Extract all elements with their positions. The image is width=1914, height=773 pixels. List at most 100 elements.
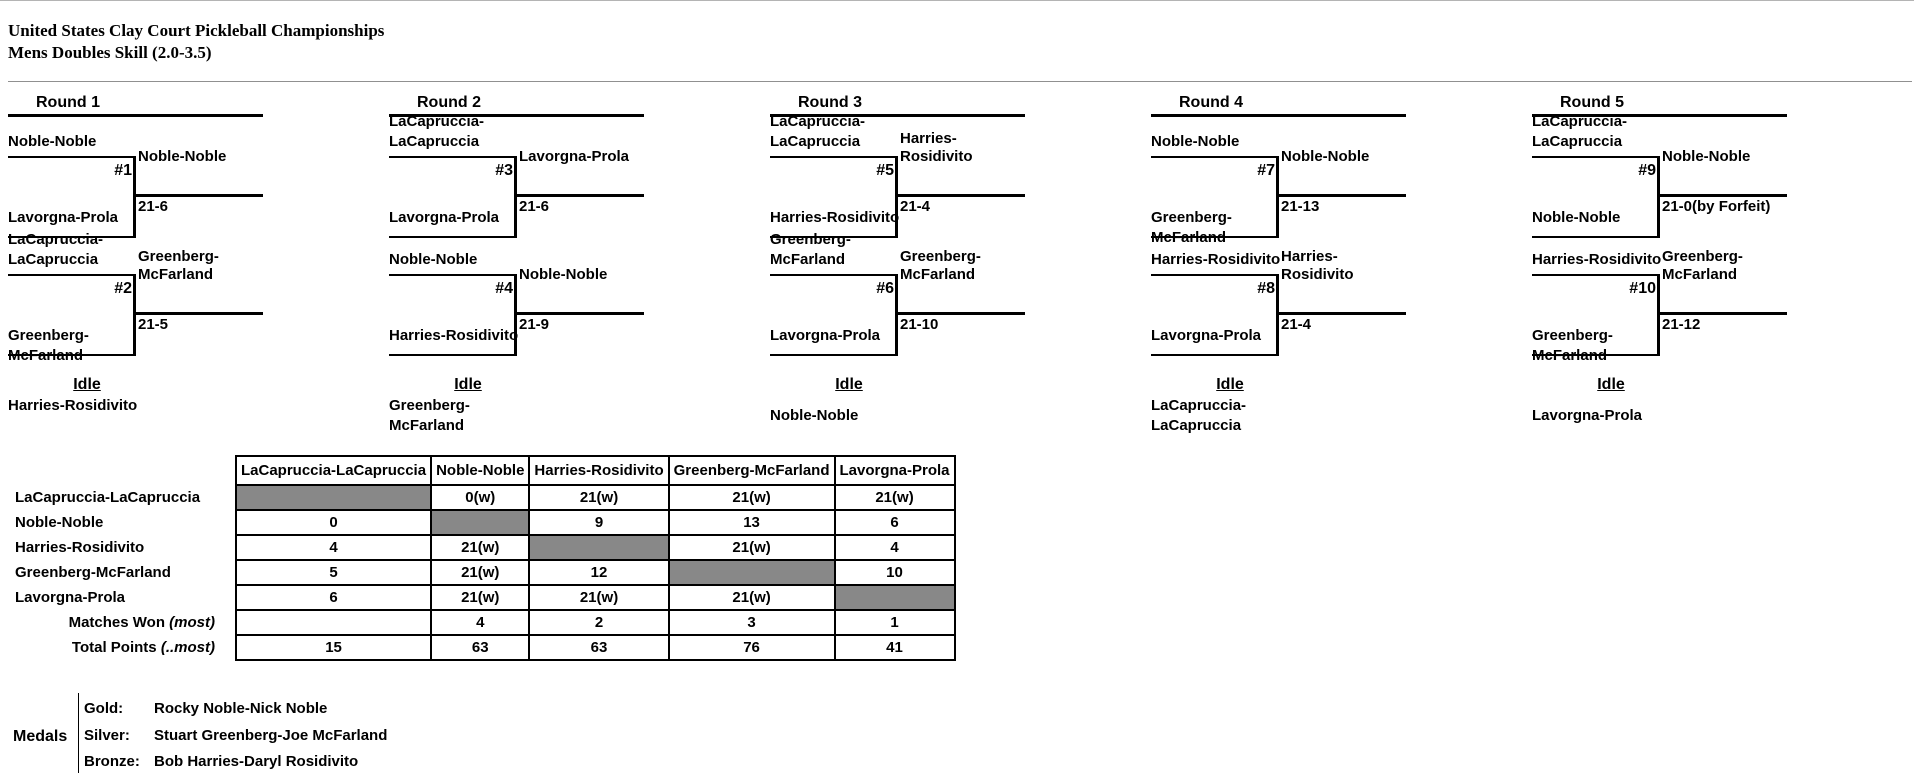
matches-won-cell: 4: [430, 609, 531, 636]
team-a: LaCapruccia-LaCapruccia: [8, 231, 104, 268]
medals-label: Medals: [13, 728, 68, 745]
match-score: 21-4: [900, 198, 931, 215]
round-title: Round 5: [1560, 94, 1624, 111]
grid-cell: 13: [667, 509, 836, 536]
grid-corner: [10, 456, 236, 485]
grid-cell-self: [833, 584, 956, 611]
match-number: #1: [114, 162, 132, 179]
round-5: Round 5 LaCapruccia-LaCapruccia #9 Noble…: [1532, 94, 1832, 439]
match-number: #4: [495, 280, 513, 297]
grid-cell: 5: [234, 559, 433, 586]
team-a: LaCapruccia-LaCapruccia: [389, 113, 485, 150]
match-winner: Harries-Rosidivito: [900, 130, 973, 165]
team-b: Lavorgna-Prola: [8, 209, 119, 226]
round-rule: [1151, 114, 1406, 117]
match-9: LaCapruccia-LaCapruccia #9 Noble-Noble 2…: [1532, 113, 1787, 238]
bracket-line: [1532, 274, 1660, 356]
match-4: Noble-Noble #4 Noble-Noble 21-9 Harries-…: [389, 234, 644, 356]
grid-cell: 21(w): [667, 584, 836, 611]
winner-line: [898, 194, 1025, 197]
team-b: Greenberg-McFarland: [1532, 327, 1613, 364]
idle-heading: Idle: [1597, 376, 1625, 393]
match-number: #7: [1257, 162, 1275, 179]
match-number: #8: [1257, 280, 1275, 297]
matches-won-label: Matches Won (most): [68, 614, 215, 631]
grid-row: Harries-Rosidivito 4 21(w) 21(w) 4: [10, 534, 956, 561]
column-header: Lavorgna-Prola: [833, 455, 956, 486]
idle-team: Harries-Rosidivito: [8, 397, 138, 414]
team-b: Lavorgna-Prola: [389, 209, 500, 226]
match-winner: Noble-Noble: [1662, 148, 1751, 165]
grid-cell: 4: [234, 534, 433, 561]
header-rule: [8, 81, 1912, 82]
total-points-cell: 63: [528, 634, 670, 661]
round-1: Round 1 Noble-Noble #1 Noble-Noble 21-6 …: [8, 94, 308, 439]
matches-won-cell: 2: [528, 609, 670, 636]
medal-gold-label: Gold:: [84, 700, 124, 717]
total-points-label: Total Points (..most): [71, 639, 215, 656]
match-winner: Greenberg-McFarland: [1662, 248, 1743, 283]
grid-cell: 21(w): [528, 484, 670, 511]
total-points-row: Total Points (..most) 15 63 63 76 41: [10, 634, 956, 661]
match-winner: Noble-Noble: [519, 266, 608, 283]
match-10: Harries-Rosidivito #10 Greenberg-McFarla…: [1532, 234, 1787, 364]
grid-cell: 12: [528, 559, 670, 586]
grid-cell: 0: [234, 509, 433, 536]
idle-heading: Idle: [1216, 376, 1244, 393]
match-score: 21-12: [1662, 316, 1701, 333]
total-points-cell: 76: [667, 634, 836, 661]
winner-line: [1279, 194, 1406, 197]
team-b: Harries-Rosidivito: [770, 209, 900, 226]
bracket-line: [1532, 156, 1660, 238]
grid-cell: 6: [833, 509, 956, 536]
match-score: 21-9: [519, 316, 550, 333]
match-score: 21-0(by Forfeit): [1662, 198, 1771, 215]
medal-gold-team: Rocky Noble-Nick Noble: [154, 700, 328, 717]
row-header: Greenberg-McFarland: [15, 564, 171, 581]
round-title: Round 1: [36, 94, 100, 111]
match-score: 21-13: [1281, 198, 1320, 215]
row-header: Lavorgna-Prola: [15, 589, 126, 606]
match-number: #9: [1638, 162, 1656, 179]
team-a: Noble-Noble: [389, 251, 478, 268]
grid-cell-self: [667, 559, 836, 586]
grid-cell: 9: [528, 509, 670, 536]
team-a: Noble-Noble: [1151, 133, 1240, 150]
grid-cell: 21(w): [528, 584, 670, 611]
bracket-line: [389, 274, 517, 356]
team-b: Greenberg-McFarland: [8, 327, 89, 364]
team-b: Harries-Rosidivito: [389, 327, 519, 344]
bracket-line: [389, 156, 517, 238]
idle-heading: Idle: [454, 376, 482, 393]
team-b: Lavorgna-Prola: [1151, 327, 1262, 344]
grid-cell-self: [528, 534, 670, 561]
winner-line: [136, 312, 263, 315]
round-rule: [389, 114, 644, 117]
idle-team: Noble-Noble: [770, 407, 859, 424]
column-header: Greenberg-McFarland: [667, 455, 836, 486]
matches-won-cell: 3: [667, 609, 836, 636]
match-score: 21-5: [138, 316, 169, 333]
medal-bronze-label: Bronze:: [84, 753, 140, 770]
grid-header-row: LaCapruccia-LaCapruccia Noble-Noble Harr…: [10, 455, 956, 486]
round-title: Round 3: [798, 94, 862, 111]
medal-silver: Silver:Stuart Greenberg-Joe McFarland: [84, 727, 387, 744]
idle-team: LaCapruccia-LaCapruccia: [1151, 397, 1247, 434]
idle-team: Greenberg-McFarland: [389, 397, 470, 434]
match-score: 21-6: [138, 198, 169, 215]
grid-cell: 21(w): [430, 534, 531, 561]
grid-cell: 21(w): [430, 584, 531, 611]
round-rule: [8, 114, 263, 117]
bracket-line: [770, 156, 898, 238]
match-winner: Greenberg-McFarland: [900, 248, 981, 283]
event-title: Mens Doubles Skill (2.0-3.5): [8, 43, 212, 62]
grid-cell: 6: [234, 584, 433, 611]
row-header: Harries-Rosidivito: [15, 539, 145, 556]
match-number: #2: [114, 280, 132, 297]
grid-cell: 21(w): [430, 559, 531, 586]
round-title: Round 2: [417, 94, 481, 111]
team-a: LaCapruccia-LaCapruccia: [770, 113, 866, 150]
match-8: Harries-Rosidivito #8 Harries-Rosidivito…: [1151, 234, 1406, 356]
medals-divider: [78, 693, 79, 773]
team-a: Greenberg-McFarland: [770, 231, 851, 268]
